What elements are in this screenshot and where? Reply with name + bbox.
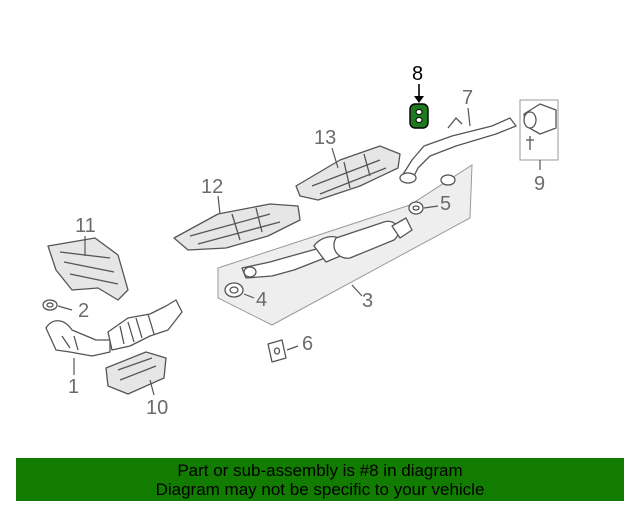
part-3-muffler-assembly[interactable] xyxy=(241,217,413,279)
part-7-tail-pipe[interactable] xyxy=(399,117,517,184)
callout-7[interactable]: 7 xyxy=(462,87,473,109)
callout-2[interactable]: 2 xyxy=(78,300,89,322)
exhaust-parts-diagram: 11 2 1 10 12 13 3 xyxy=(42,63,559,419)
callout-1[interactable]: 1 xyxy=(68,376,79,398)
part-10-converter-shield[interactable] xyxy=(105,351,167,395)
part-11-heat-shield[interactable] xyxy=(47,237,129,301)
part-12-heat-shield[interactable] xyxy=(173,203,301,251)
part-5-hanger-rubber[interactable] xyxy=(408,201,424,215)
part-2-gasket[interactable] xyxy=(42,299,58,311)
banner-line-2: Diagram may not be specific to your vehi… xyxy=(155,479,485,499)
callout-10[interactable]: 10 xyxy=(146,397,168,419)
part-1-front-pipe[interactable] xyxy=(45,299,183,357)
callout-13[interactable]: 13 xyxy=(314,127,336,149)
callout-3[interactable]: 3 xyxy=(362,290,373,312)
part-4-hanger-rubber[interactable] xyxy=(224,282,244,298)
callout-9[interactable]: 9 xyxy=(534,173,545,195)
banner-line-1: Part or sub-assembly is #8 in diagram xyxy=(177,460,463,480)
callout-6[interactable]: 6 xyxy=(302,333,313,355)
part-8-arrow xyxy=(414,84,424,103)
callout-5[interactable]: 5 xyxy=(440,193,451,215)
part-8-hanger-rubber-highlighted[interactable] xyxy=(409,103,429,129)
part-6-bracket[interactable] xyxy=(267,339,287,363)
part-13-heat-shield[interactable] xyxy=(295,145,401,201)
part-gasket-small xyxy=(440,174,456,186)
info-banner: Part or sub-assembly is #8 in diagram Di… xyxy=(16,458,624,501)
callout-4[interactable]: 4 xyxy=(256,289,267,311)
callout-12[interactable]: 12 xyxy=(201,176,223,198)
part-9-exhaust-tip[interactable] xyxy=(519,99,559,161)
callout-11[interactable]: 11 xyxy=(75,215,96,237)
callout-8[interactable]: 8 xyxy=(412,63,423,85)
